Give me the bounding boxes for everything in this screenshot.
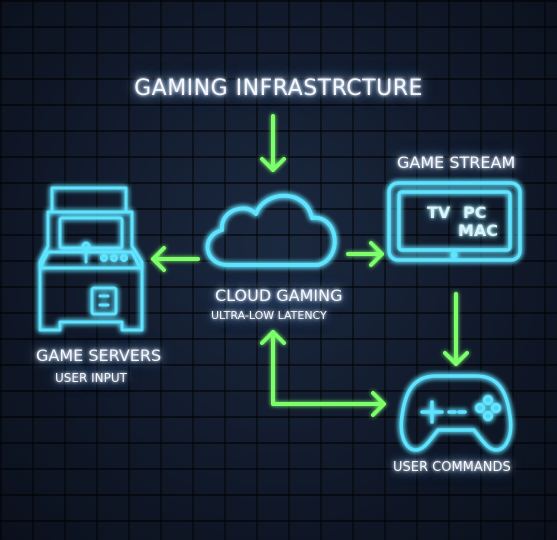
game-servers-sublabel: USER INPUT — [55, 371, 127, 385]
screen-item-tv: TV — [427, 203, 451, 222]
screen-item-mac: MAC — [458, 221, 499, 240]
monitor-icon — [387, 181, 522, 262]
diagram-title: GAMING INFRASTRCTURE — [134, 76, 423, 101]
user-commands-label: USER COMMANDS — [393, 460, 511, 475]
arrow-cloud-to-servers — [151, 246, 200, 272]
game-stream-label: GAME STREAM — [397, 153, 516, 172]
cloud-gaming-sublabel: ULTRA-LOW LATENCY — [211, 309, 327, 322]
gamepad-icon — [399, 374, 513, 452]
game-servers-label: GAME SERVERS — [36, 346, 162, 365]
arrow-controller-to-cloud — [260, 330, 386, 417]
arrow-cloud-to-stream — [346, 241, 384, 267]
screen-item-pc: PC — [463, 203, 487, 222]
arrow-title-to-cloud — [260, 114, 286, 172]
arrow-stream-to-controller — [443, 292, 469, 366]
arcade-cabinet-icon — [38, 186, 144, 332]
cloud-gaming-label: CLOUD GAMING — [215, 286, 343, 305]
cloud-icon — [205, 193, 337, 267]
